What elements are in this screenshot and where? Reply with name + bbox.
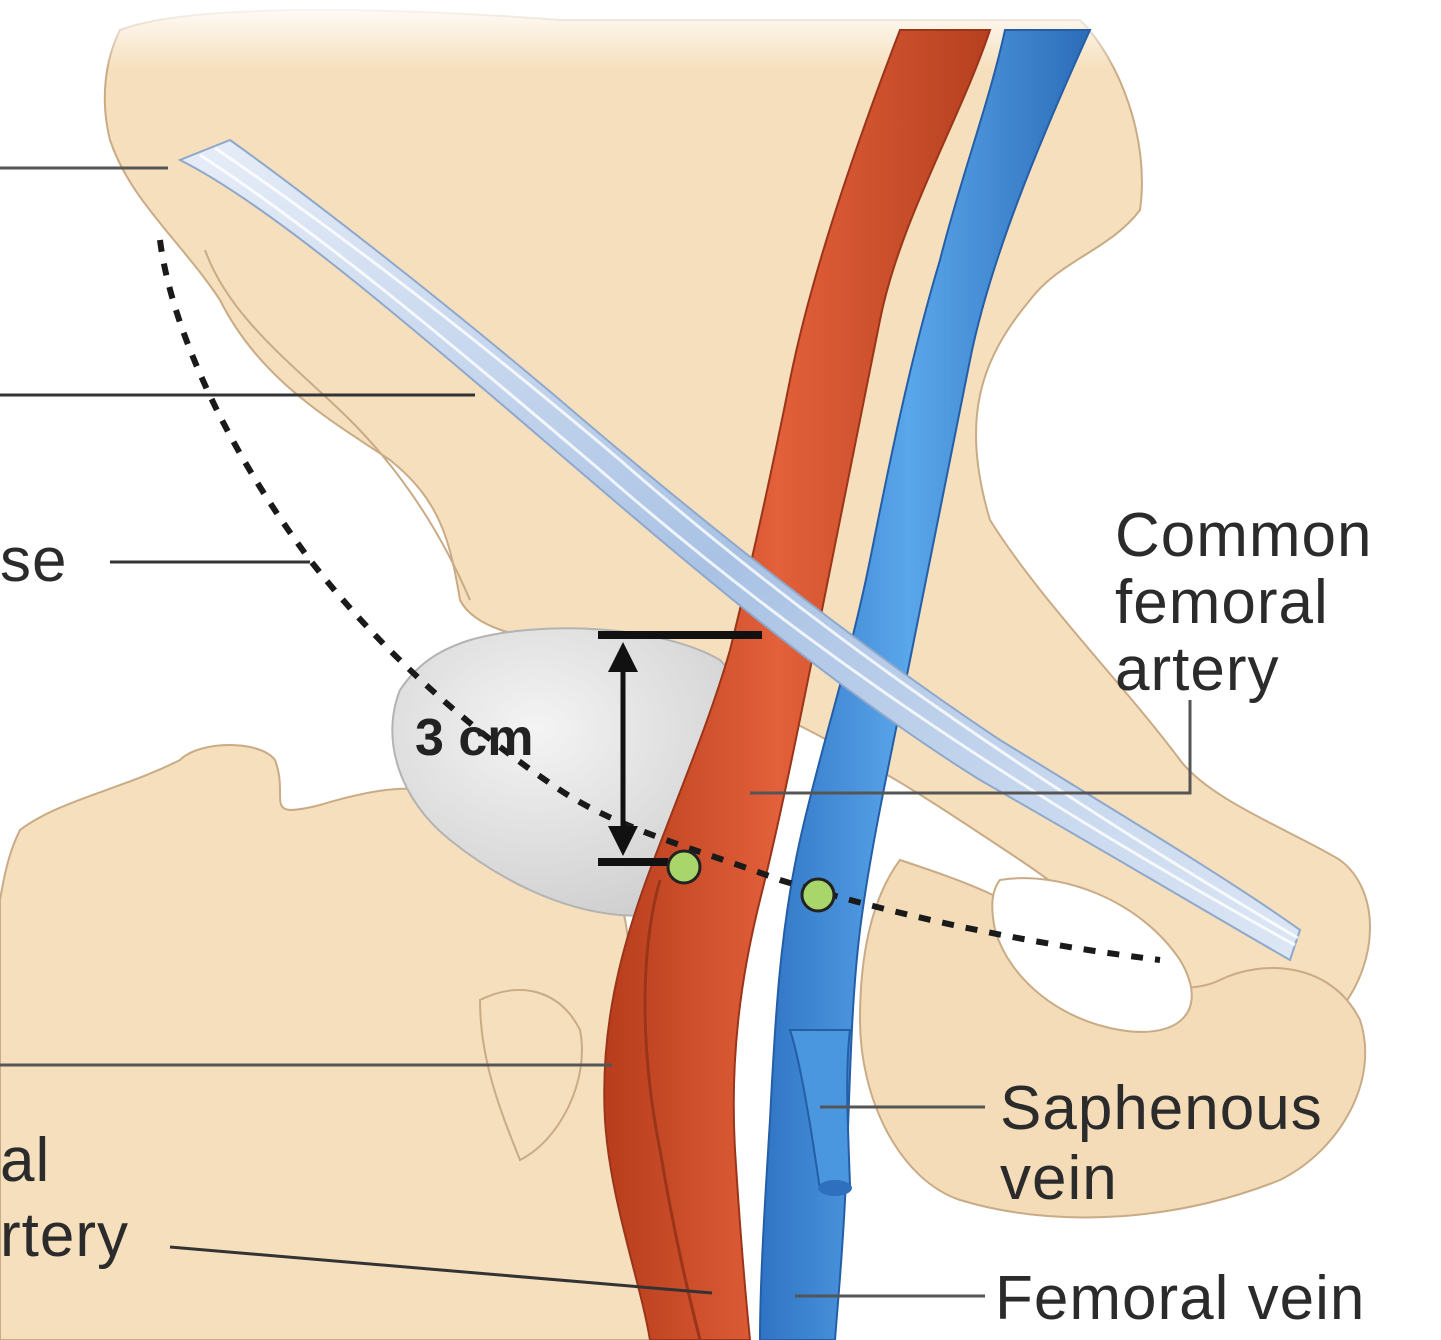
measurement-label: 3 cm [415, 712, 534, 764]
label-partial-se: se [0, 530, 67, 592]
artery-marker [668, 851, 700, 883]
label-partial-al: al [0, 1130, 50, 1192]
label-common-femoral-artery-line2: femoral [1115, 572, 1329, 634]
vein-marker [802, 879, 834, 911]
label-femoral-vein: Femoral vein [995, 1268, 1365, 1330]
label-common-femoral-artery-line1: Common [1115, 505, 1373, 567]
saphenous-vein-end [818, 1180, 852, 1196]
label-saphenous-vein-line2: vein [1000, 1148, 1118, 1210]
label-saphenous-vein-line1: Saphenous [1000, 1078, 1323, 1140]
label-common-femoral-artery-line3: artery [1115, 639, 1279, 701]
label-partial-rtery: rtery [0, 1205, 129, 1267]
